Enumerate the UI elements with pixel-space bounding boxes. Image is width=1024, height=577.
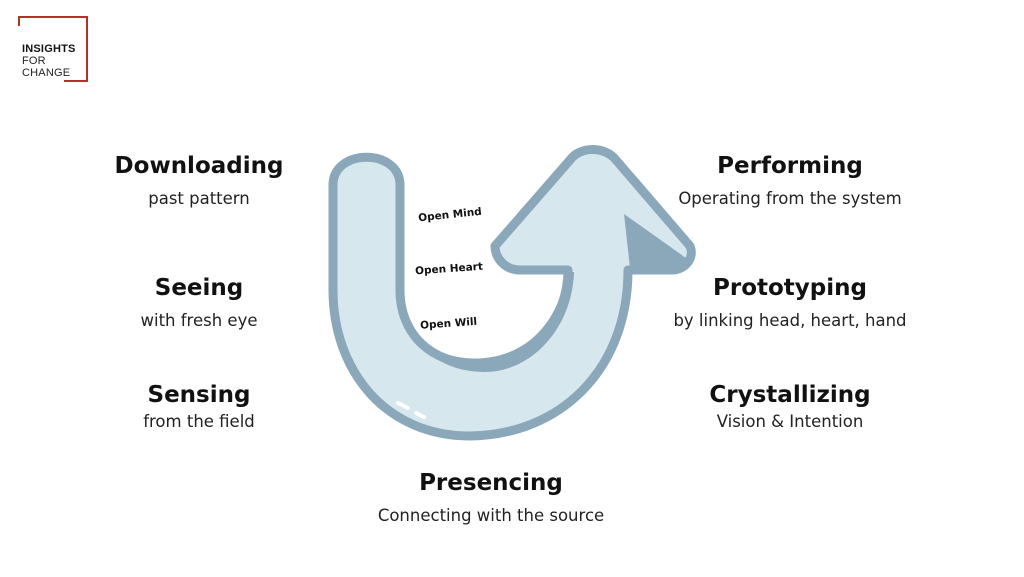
stage-subtitle: Connecting with the source [377,506,605,525]
curve-label-open-mind: Open Mind [418,206,483,225]
stage-title: Sensing [147,382,251,408]
stage-presencing: Presencing Connecting with the source [341,469,641,527]
logo-text: INSIGHTS FOR CHANGE [22,43,76,79]
stage-subtitle: from the field [143,412,255,431]
stage-subtitle: Vision & Intention [716,412,864,431]
logo-frame [18,16,88,82]
stage-title: Prototyping [713,275,867,301]
bottom-dash-marks [396,401,426,419]
stage-title: Seeing [154,275,244,301]
stage-subtitle: by linking head, heart, hand [673,311,907,330]
stage-crystallizing: Crystallizing Vision & Intention [640,381,940,433]
curve-label-open-will: Open Will [420,316,478,332]
logo-line-3: CHANGE [22,67,71,79]
right-arm-shadow [624,214,686,268]
curve-label-open-heart: Open Heart [415,261,484,278]
stage-sensing: Sensing from the field [49,381,349,433]
inner-curve-shadow [400,272,574,372]
stage-performing: Performing Operating from the system [640,152,940,210]
stage-downloading: Downloading past pattern [49,152,349,210]
logo: INSIGHTS FOR CHANGE [18,16,90,82]
u-arrow-shape [328,145,696,441]
stage-title: Downloading [114,153,284,179]
stage-title: Crystallizing [709,382,871,408]
logo-line-1: INSIGHTS [22,43,76,55]
stage-subtitle: with fresh eye [140,311,258,330]
stage-subtitle: past pattern [148,189,250,208]
stage-prototyping: Prototyping by linking head, heart, hand [640,274,940,332]
stage-title: Presencing [419,470,563,496]
stage-title: Performing [717,153,863,179]
stage-seeing: Seeing with fresh eye [49,274,349,332]
stage-subtitle: Operating from the system [678,189,902,208]
logo-line-2: FOR [22,55,46,67]
